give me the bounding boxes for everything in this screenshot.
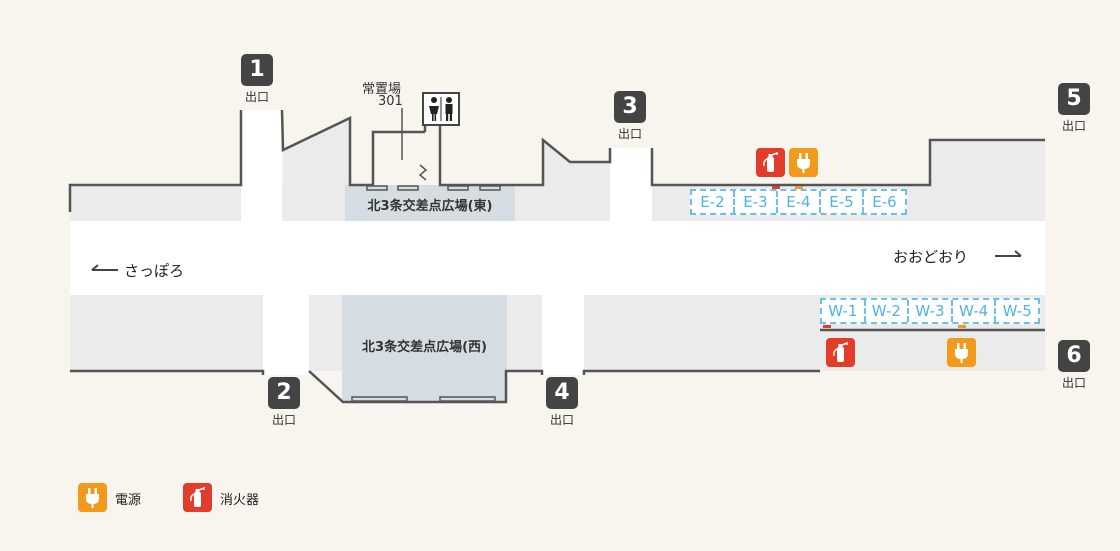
exit-4-badge: 4 [546, 377, 578, 409]
exit-2-label: 出口 [271, 413, 296, 427]
booth-e6: E-6 [872, 193, 897, 211]
exit-2-corridor [263, 295, 309, 375]
plaza-east-label: 北3条交差点広場(東) [367, 199, 493, 214]
booth-w4: W-4 [953, 300, 997, 322]
arrow-right-icon [995, 250, 1022, 257]
north-right-area [930, 142, 1045, 187]
storage-room-number: 301 [378, 94, 403, 109]
extinguisher-marker-west [823, 325, 831, 328]
booth-e4: E-4 [778, 191, 821, 213]
arrow-left-icon [91, 264, 118, 271]
booth-row-east: E-2 E-3 E-4 E-5 E-6 [690, 189, 907, 215]
power-marker-east [795, 186, 803, 189]
plaza-west-label: 北3条交差点広場(西) [362, 340, 487, 355]
exit-2-badge: 2 [268, 377, 300, 409]
main-concourse [70, 221, 1045, 295]
exit-4-label: 出口 [549, 413, 574, 427]
booth-e2: E-2 [692, 191, 735, 213]
exit-1-label: 出口 [244, 90, 269, 104]
booth-e5: E-5 [821, 191, 864, 213]
exit-6-badge: 6 [1058, 340, 1090, 372]
exit-3-badge: 3 [614, 91, 646, 123]
room-details [351, 108, 501, 402]
exit-6-label: 出口 [1061, 376, 1086, 390]
legend-extinguisher-icon [183, 483, 212, 512]
exit-3-label: 出口 [617, 127, 642, 141]
direction-right-label: おおどおり [893, 248, 969, 266]
extinguisher-marker-east [772, 186, 780, 189]
exit-3-corridor [610, 148, 652, 221]
power-marker-west [958, 325, 966, 328]
exit-5-label: 出口 [1061, 119, 1086, 133]
exit-4-corridor [542, 295, 584, 375]
exit-5-badge: 5 [1058, 83, 1090, 115]
storage-room-name: 常置場 [362, 82, 402, 97]
power-outlet-icon [947, 338, 976, 367]
booth-w2: W-2 [866, 300, 910, 322]
power-outlet-icon [789, 148, 818, 177]
booth-w3: W-3 [909, 300, 953, 322]
legend-power-label: 電源 [115, 493, 142, 508]
legend-power-icon [78, 483, 107, 512]
walls [68, 95, 1045, 404]
booth-w1: W-1 [822, 300, 866, 322]
north-wedge-left [283, 118, 350, 185]
exit-1-corridor [241, 110, 282, 221]
plaza-east-area [345, 185, 515, 221]
exit-1-badge: 1 [241, 54, 273, 86]
direction-left-label: さっぽろ [124, 262, 185, 280]
restroom-icon [422, 92, 460, 126]
booth-row-west: W-1 W-2 W-3 W-4 W-5 [820, 298, 1040, 324]
fire-extinguisher-icon [756, 148, 785, 177]
booth-w5: W-5 [1002, 302, 1032, 320]
fire-extinguisher-icon [826, 338, 855, 367]
plaza-west-area [342, 295, 507, 402]
booth-e3: E-3 [735, 191, 778, 213]
legend-extinguisher-label: 消火器 [220, 493, 260, 508]
